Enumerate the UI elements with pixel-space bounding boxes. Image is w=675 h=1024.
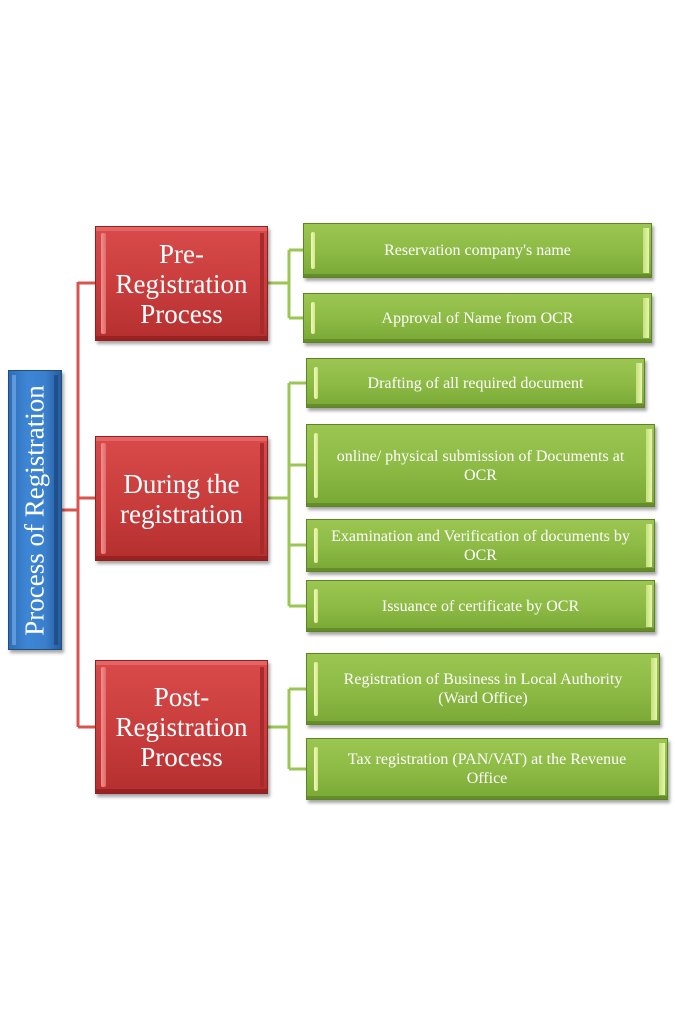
stage-label-line: Registration xyxy=(115,268,248,299)
step-label-line: Examination and Verification of document… xyxy=(331,527,630,545)
step-label-line: Tax registration (PAN/VAT) at the Revenu… xyxy=(347,751,627,768)
step-label-line: Issuance of certificate by OCR xyxy=(381,597,580,615)
stage-label-line: Post- xyxy=(153,682,210,712)
step-label-line: online/ physical submission of Documents… xyxy=(336,447,625,465)
step-node-tax-registration: Tax registration (PAN/VAT) at the Revenu… xyxy=(306,738,668,800)
stage-label: During the registration xyxy=(110,469,253,529)
step-label-line: Registration of Business in Local Author… xyxy=(343,671,623,688)
step-node-name-approval: Approval of Name from OCR xyxy=(303,293,652,343)
stage-label-line: registration xyxy=(120,498,243,529)
stage-label: Post- Registration Process xyxy=(106,682,258,772)
step-node-drafting-documents: Drafting of all required document xyxy=(306,358,645,408)
step-node-reservation-name: Reservation company's name xyxy=(303,223,652,278)
step-label-line: Drafting of all required document xyxy=(367,374,584,392)
stage-label-line: Registration xyxy=(115,712,248,742)
step-label-line: OCR xyxy=(464,546,497,564)
step-label-line: OCR xyxy=(464,466,497,484)
step-label-line: (Ward Office) xyxy=(438,690,528,707)
step-node-certificate-issuance: Issuance of certificate by OCR xyxy=(306,580,655,632)
step-node-examination-verification: Examination and Verification of document… xyxy=(306,519,655,572)
stage-label-line: Pre- xyxy=(159,238,204,269)
stage-node-post-registration: Post- Registration Process xyxy=(95,660,268,794)
stage-label-line: Process xyxy=(140,742,223,772)
stage-label-line: During the xyxy=(123,468,240,499)
step-label-line: Reservation company's name xyxy=(384,242,571,259)
stage-label: Pre- Registration Process xyxy=(106,239,258,329)
root-node-label: Process of Registration xyxy=(19,384,50,636)
stage-label-line: Process xyxy=(140,298,223,329)
step-label-line: Office xyxy=(466,770,508,787)
stage-node-during-registration: During the registration xyxy=(95,436,268,561)
step-node-document-submission: online/ physical submission of Documents… xyxy=(306,424,655,507)
root-node-process-of-registration: Process of Registration xyxy=(8,370,62,650)
step-node-local-authority-registration: Registration of Business in Local Author… xyxy=(306,653,660,725)
step-label-line: Approval of Name from OCR xyxy=(381,309,574,327)
stage-node-pre-registration: Pre- Registration Process xyxy=(95,226,268,341)
